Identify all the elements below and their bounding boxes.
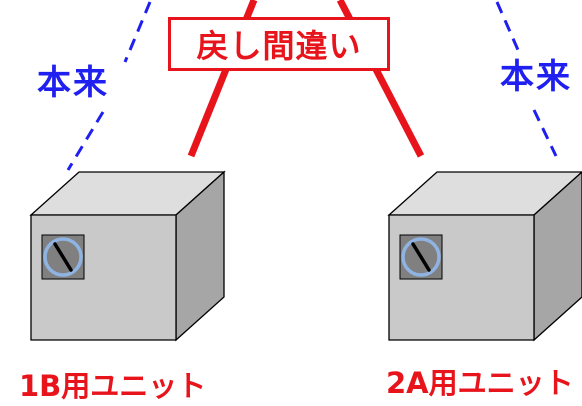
unit-label-left: 1B用ユニット: [19, 369, 207, 403]
unit-label-right: 2A用ユニット: [386, 366, 574, 400]
rotary-switch-icon-left: [41, 234, 85, 280]
cube-unit-icon-right: [387, 171, 582, 342]
intended-label-right: 本来: [500, 57, 572, 97]
error-label: 戻し間違い: [196, 27, 362, 65]
intended-line-right-lower: [532, 109, 558, 157]
intended-line-left-lower: [66, 111, 105, 171]
cube-unit-icon-left: [29, 170, 226, 342]
intended-line-right-upper: [495, 1, 520, 51]
error-label-box: 戻し間違い: [168, 17, 390, 71]
intended-line-left-upper: [123, 1, 152, 63]
intended-label-left: 本来: [37, 63, 109, 103]
rotary-switch-icon-right: [399, 234, 443, 280]
